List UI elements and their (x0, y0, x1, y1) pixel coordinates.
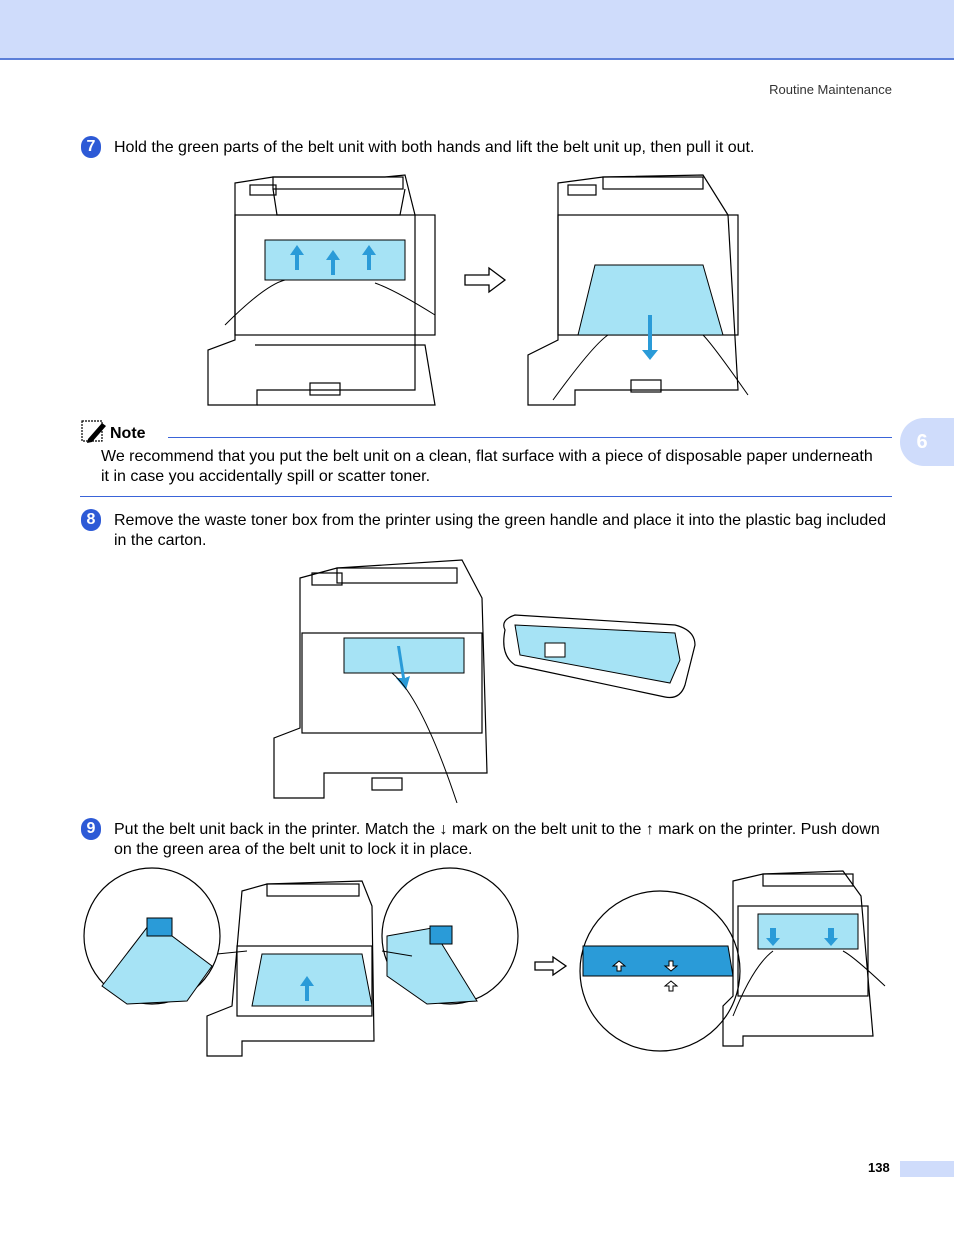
chapter-tab: 6 (900, 418, 954, 466)
step-8-badge: 8 (81, 509, 101, 531)
note-text: We recommend that you put the belt unit … (101, 448, 873, 485)
belt-lock-illustration (579, 870, 886, 1052)
page-number: 138 (868, 1160, 890, 1175)
header-band (0, 0, 954, 60)
note-divider-top (168, 437, 892, 438)
step-9-text: Put the belt unit back in the printer. M… (114, 821, 880, 858)
arrow-right-icon (464, 266, 507, 294)
belt-lift-illustration (207, 174, 436, 406)
note-title: Note (110, 425, 146, 442)
note-divider-bottom (80, 496, 892, 497)
toner-box-in-bag-illustration (503, 614, 696, 699)
step-7-text: Hold the green parts of the belt unit wi… (114, 139, 755, 156)
arrow-right-icon (534, 955, 568, 977)
page-number-tab (900, 1161, 954, 1177)
running-head: Routine Maintenance (769, 82, 892, 97)
belt-reinstall-illustration (83, 867, 519, 1057)
step-9-badge: 9 (81, 818, 101, 840)
step-8-text: Remove the waste toner box from the prin… (114, 512, 887, 549)
waste-toner-removal-illustration (273, 559, 488, 803)
belt-pull-illustration (527, 174, 749, 406)
note-pencil-icon (81, 420, 106, 443)
step-7-badge: 7 (81, 136, 101, 158)
